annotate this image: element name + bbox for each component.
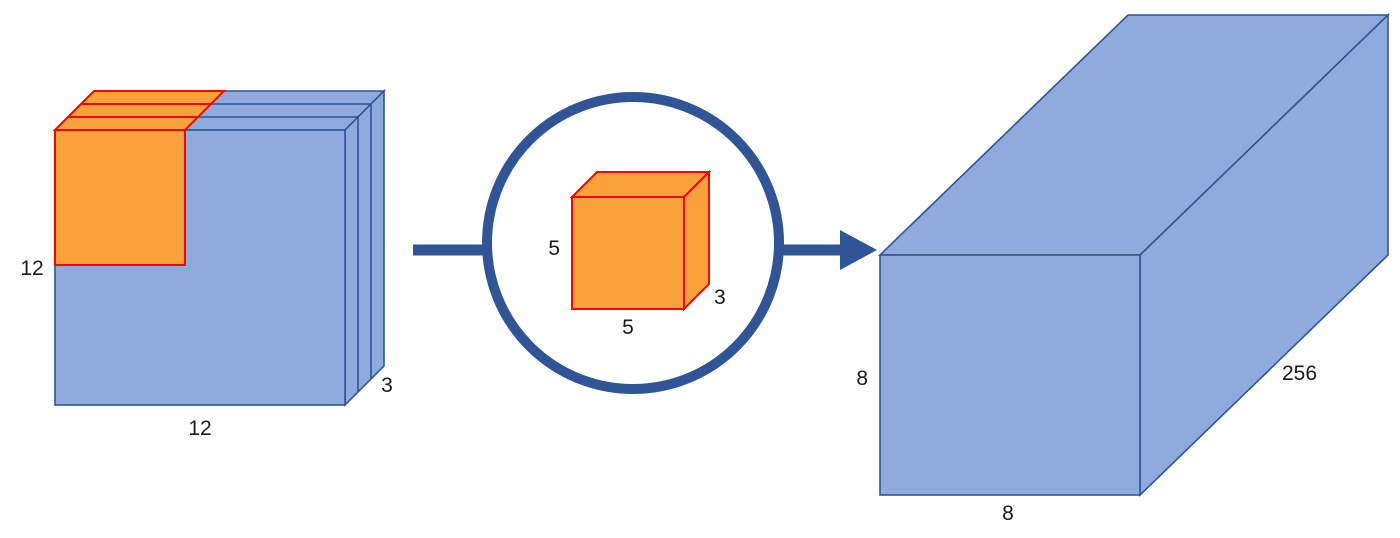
kernel-cube-right-face [683,169,710,312]
kernel-cube-front-face [571,196,685,310]
input-volume-right-face [344,89,385,407]
output-volume-front-face [879,254,1141,496]
receptive-field-patch [54,129,186,266]
kernel-height-label: 5 [548,237,560,260]
input-width-label: 12 [188,417,211,440]
input-depth-label: 3 [381,374,393,397]
output-depth-label: 256 [1282,362,1317,385]
kernel-width-label: 5 [622,316,634,339]
input-height-label: 12 [20,257,43,280]
kernel-view: 5 5 3 [482,92,784,394]
output-height-label: 8 [856,367,868,390]
kernel-depth-label: 3 [714,286,726,309]
input-volume: 12 12 3 [20,89,393,440]
conv-arrow-head [840,230,877,270]
output-width-label: 8 [1002,502,1014,525]
output-volume: 8 8 256 [856,13,1390,525]
